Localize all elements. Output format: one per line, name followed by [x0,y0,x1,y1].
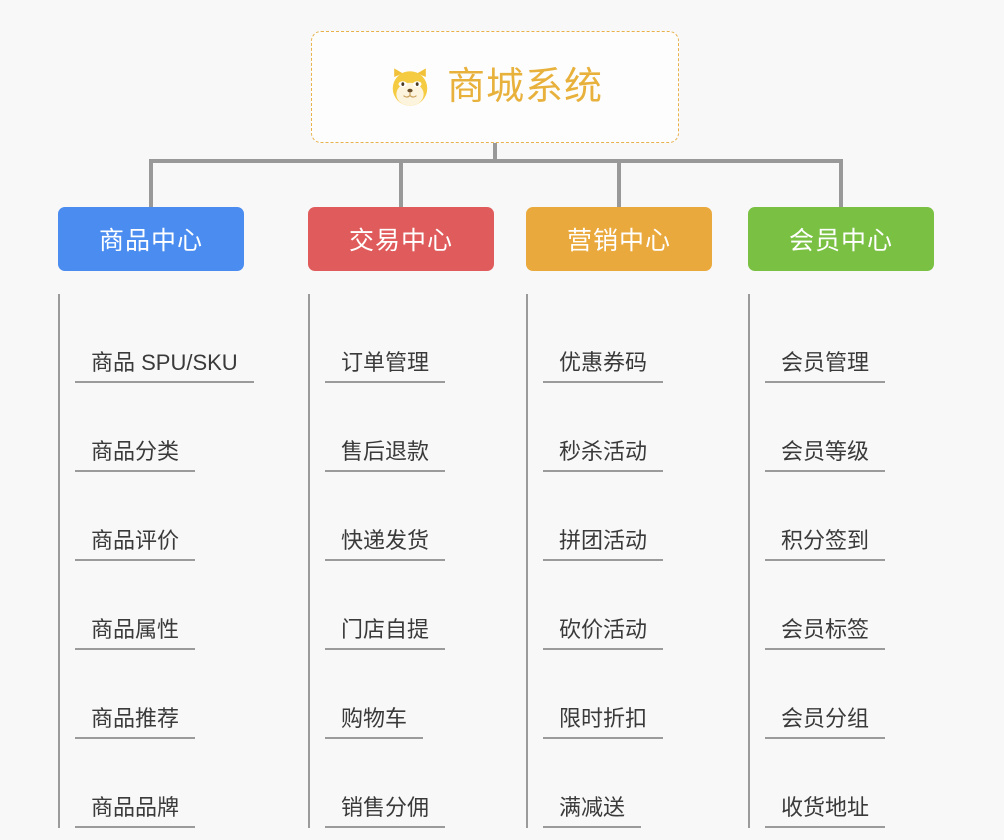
list-item[interactable]: 商品属性 [75,561,244,650]
column-trade-center: 交易中心 订单管理 售后退款 快递发货 门店自提 购物车 销售分佣 [308,207,494,828]
list-item[interactable]: 会员管理 [765,294,934,383]
list-item[interactable]: 订单管理 [325,294,494,383]
category-header-4[interactable]: 会员中心 [748,207,934,271]
list-item[interactable]: 会员分组 [765,650,934,739]
connector-horizontal-bar [149,159,843,163]
leaf-label: 商品评价 [75,528,196,561]
list-item[interactable]: 售后退款 [325,383,494,472]
category-header-3[interactable]: 营销中心 [526,207,712,271]
list-item[interactable]: 收货地址 [765,739,934,828]
connector-root-drop [493,143,497,161]
root-node[interactable]: 商城系统 [311,31,679,143]
list-item[interactable]: 门店自提 [325,561,494,650]
leaf-label: 订单管理 [325,350,446,383]
leaf-label: 购物车 [325,706,424,739]
category-label: 会员中心 [788,227,893,255]
list-item[interactable]: 商品分类 [75,383,244,472]
leaf-label: 售后退款 [325,439,446,472]
connector-drop-column-3 [617,159,621,207]
leaf-label: 商品 SPU/SKU [75,350,254,383]
column-product-center: 商品中心 商品 SPU/SKU 商品分类 商品评价 商品属性 商品推荐 商品品牌 [58,207,254,828]
list-item[interactable]: 砍价活动 [543,561,712,650]
list-item[interactable]: 商品 SPU/SKU [75,294,254,383]
leaf-label: 销售分佣 [325,795,446,828]
list-item[interactable]: 购物车 [325,650,494,739]
category-header-2[interactable]: 交易中心 [308,207,494,271]
list-item[interactable]: 积分签到 [765,472,934,561]
leaf-label: 砍价活动 [543,617,664,650]
column-marketing-center: 营销中心 优惠券码 秒杀活动 拼团活动 砍价活动 限时折扣 满减送 [526,207,712,828]
leaf-label: 商品属性 [75,617,196,650]
branch-spine-2: 订单管理 售后退款 快递发货 门店自提 购物车 销售分佣 [308,294,494,828]
leaf-label: 满减送 [543,795,642,828]
category-label: 营销中心 [566,227,671,255]
leaf-label: 限时折扣 [543,706,664,739]
category-label: 商品中心 [98,227,203,255]
connector-drop-column-2 [399,159,403,207]
list-item[interactable]: 会员等级 [765,383,934,472]
leaf-label: 拼团活动 [543,528,664,561]
list-item[interactable]: 优惠券码 [543,294,712,383]
leaf-label: 秒杀活动 [543,439,664,472]
leaf-label: 商品分类 [75,439,196,472]
branch-spine-3: 优惠券码 秒杀活动 拼团活动 砍价活动 限时折扣 满减送 [526,294,712,828]
leaf-label: 商品品牌 [75,795,196,828]
category-header-1[interactable]: 商品中心 [58,207,244,271]
leaf-label: 会员分组 [765,706,886,739]
branch-spine-4: 会员管理 会员等级 积分签到 会员标签 会员分组 收货地址 [748,294,934,828]
leaf-label: 优惠券码 [543,350,664,383]
list-item[interactable]: 商品品牌 [75,739,244,828]
connector-drop-column-4 [839,159,843,207]
list-item[interactable]: 满减送 [543,739,712,828]
list-item[interactable]: 秒杀活动 [543,383,712,472]
leaf-label: 会员标签 [765,617,886,650]
branch-spine-1: 商品 SPU/SKU 商品分类 商品评价 商品属性 商品推荐 商品品牌 [58,294,254,828]
column-member-center: 会员中心 会员管理 会员等级 积分签到 会员标签 会员分组 收货地址 [748,207,934,828]
leaf-label: 积分签到 [765,528,886,561]
leaf-label: 商品推荐 [75,706,196,739]
list-item[interactable]: 拼团活动 [543,472,712,561]
leaf-label: 会员等级 [765,439,886,472]
list-item[interactable]: 商品评价 [75,472,244,561]
leaf-label: 门店自提 [325,617,446,650]
category-label: 交易中心 [348,227,453,255]
list-item[interactable]: 限时折扣 [543,650,712,739]
list-item[interactable]: 会员标签 [765,561,934,650]
list-item[interactable]: 销售分佣 [325,739,494,828]
list-item[interactable]: 快递发货 [325,472,494,561]
dog-face-icon [387,64,433,110]
leaf-label: 快递发货 [325,528,446,561]
leaf-label: 收货地址 [765,795,886,828]
list-item[interactable]: 商品推荐 [75,650,244,739]
connector-drop-column-1 [149,159,153,207]
leaf-label: 会员管理 [765,350,886,383]
root-title: 商城系统 [446,66,603,108]
